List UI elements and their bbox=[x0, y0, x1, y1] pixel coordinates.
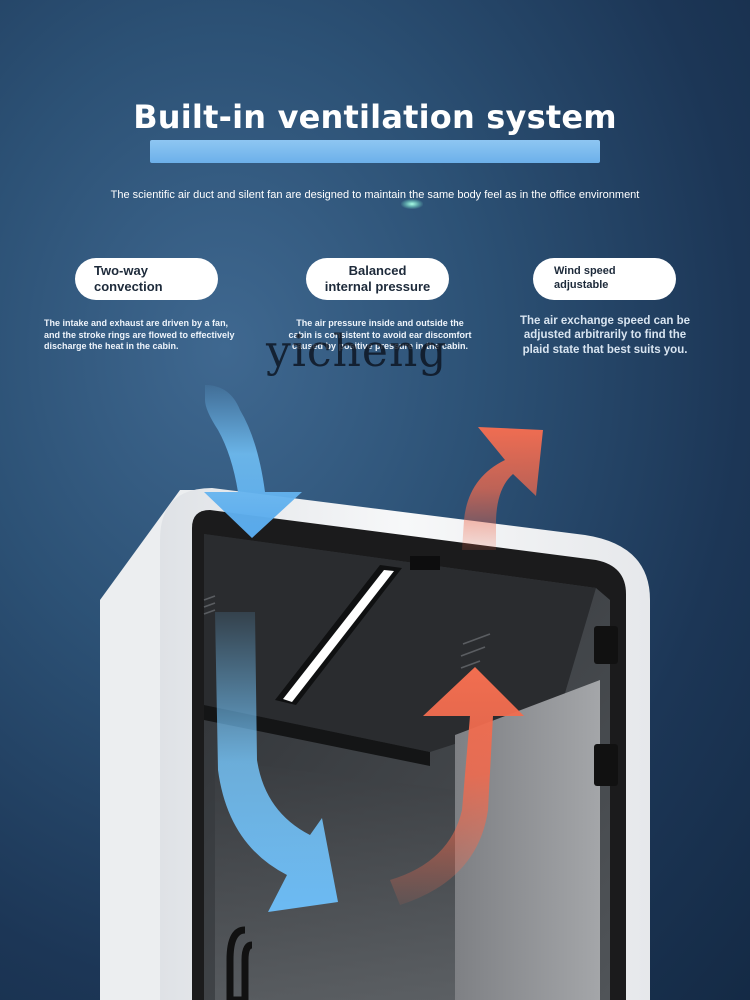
feature-label: Two-way convection bbox=[94, 262, 163, 294]
arrow-up-icon bbox=[462, 427, 543, 550]
hinge-top bbox=[594, 626, 618, 664]
hinge-bottom bbox=[594, 744, 618, 786]
arrow-up-icon bbox=[390, 667, 524, 905]
ceiling-beam bbox=[204, 705, 430, 766]
acoustic-panel bbox=[455, 680, 600, 1000]
door-handle bbox=[226, 926, 253, 1000]
title-highlight-bar bbox=[150, 140, 600, 163]
watermark: yicheng bbox=[266, 326, 448, 377]
feature-label: Wind speed adjustable bbox=[554, 265, 616, 291]
arrow-down-icon bbox=[204, 385, 302, 538]
sparkle-icon bbox=[401, 199, 423, 209]
feature-label: Balanced internal pressure bbox=[324, 262, 431, 294]
led-strip-icon bbox=[275, 565, 402, 705]
page-title: Built-in ventilation system bbox=[133, 98, 617, 136]
feature-description-balanced-pressure: The air pressure inside and outside the … bbox=[288, 318, 472, 352]
feature-badge-balanced-pressure: Balanced internal pressure bbox=[306, 258, 449, 300]
page-subtitle: The scientific air duct and silent fan a… bbox=[110, 189, 640, 201]
feature-description-two-way-convection: The intake and exhaust are driven by a f… bbox=[44, 318, 235, 352]
ceiling-fan-unit bbox=[410, 556, 440, 570]
feature-description-wind-speed: The air exchange speed can be adjusted a… bbox=[519, 315, 690, 356]
arrow-down-icon bbox=[215, 612, 338, 912]
feature-badge-two-way-convection: Two-way convection bbox=[75, 258, 218, 300]
vent-grille bbox=[203, 595, 491, 669]
feature-badge-wind-speed: Wind speed adjustable bbox=[533, 258, 676, 300]
